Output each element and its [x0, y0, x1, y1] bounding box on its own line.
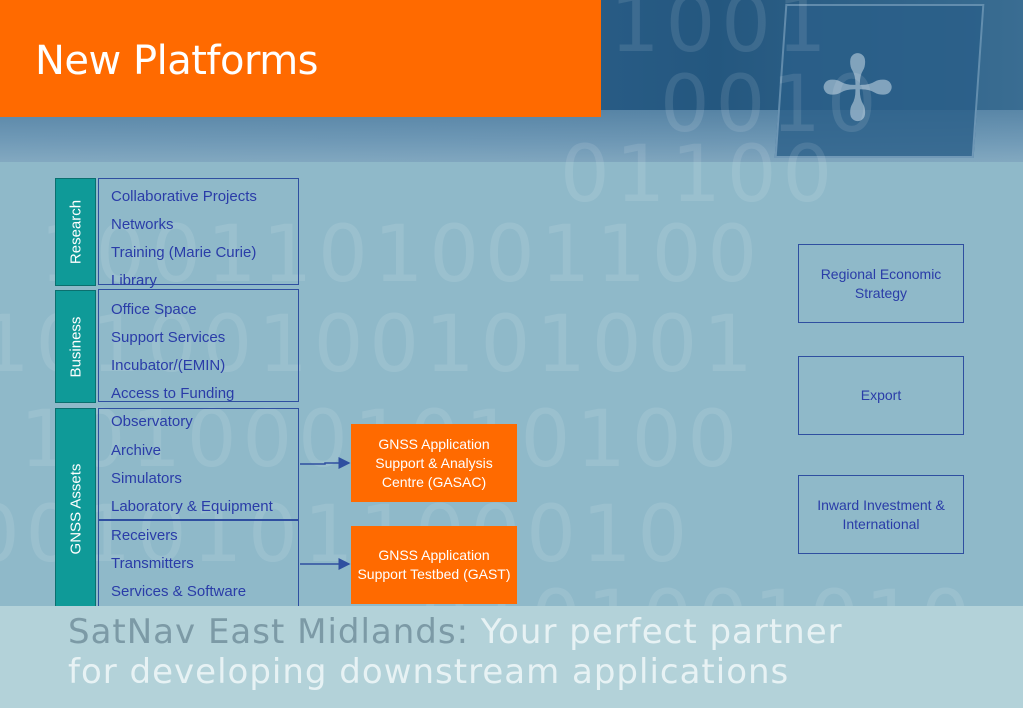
tagline-line-2: for developing downstream applications — [68, 652, 790, 692]
side-label-business: Business — [55, 290, 96, 403]
junction-sign-icon: ✢ — [820, 37, 896, 142]
binary-watermark: 0010 — [660, 60, 883, 150]
callout-gasac: GNSS Application Support & Analysis Cent… — [351, 424, 517, 502]
list-item: Incubator/(EMIN) — [111, 357, 226, 374]
list-item: Training (Marie Curie) — [111, 244, 257, 261]
tagline-line-1: SatNav East Midlands: Your perfect partn… — [68, 612, 843, 652]
binary-watermark: 1001 — [610, 0, 833, 70]
binary-watermark: 01100 — [560, 130, 839, 220]
binary-watermark: 10100100101001 — [0, 300, 759, 390]
box-regional-economic-strategy: Regional Economic Strategy — [798, 244, 964, 323]
box-export: Export — [798, 356, 964, 435]
list-item: Support Services — [111, 329, 226, 346]
list-item: Simulators — [111, 470, 182, 487]
binary-watermark: 1001101001100 — [40, 210, 764, 300]
list-item: Observatory — [111, 413, 193, 430]
list-item: Office Space — [111, 301, 197, 318]
list-item: Archive — [111, 442, 162, 459]
list-item: Access to Funding — [111, 385, 235, 402]
list-item: Laboratory & Equipment — [111, 498, 273, 515]
list-item: Receivers — [111, 527, 178, 544]
tagline-rest: Your perfect partner — [469, 612, 843, 652]
box-inward-investment: Inward Investment & International — [798, 475, 964, 554]
arrow-to-gasac — [300, 457, 351, 469]
list-item: Networks — [111, 216, 174, 233]
title-box: New Platforms — [0, 0, 601, 117]
side-label-research: Research — [55, 178, 96, 286]
list-research: Collaborative Projects Networks Training… — [98, 178, 299, 289]
list-business: Office Space Support Services Incubator/… — [98, 289, 299, 402]
callout-gast: GNSS Application Support Testbed (GAST) — [351, 526, 517, 604]
list-item: Collaborative Projects — [111, 188, 257, 205]
footer-band — [0, 606, 1023, 708]
list-gnss-assets-a: Observatory Archive Simulators Laborator… — [98, 408, 299, 520]
list-item: Library — [111, 272, 157, 289]
list-item: Transmitters — [111, 555, 194, 572]
list-item: Services & Software — [111, 583, 247, 600]
tagline-brand: SatNav East Midlands: — [68, 612, 470, 652]
side-label-gnss-assets: GNSS Assets — [55, 408, 96, 610]
page-title: New Platforms — [35, 38, 319, 84]
